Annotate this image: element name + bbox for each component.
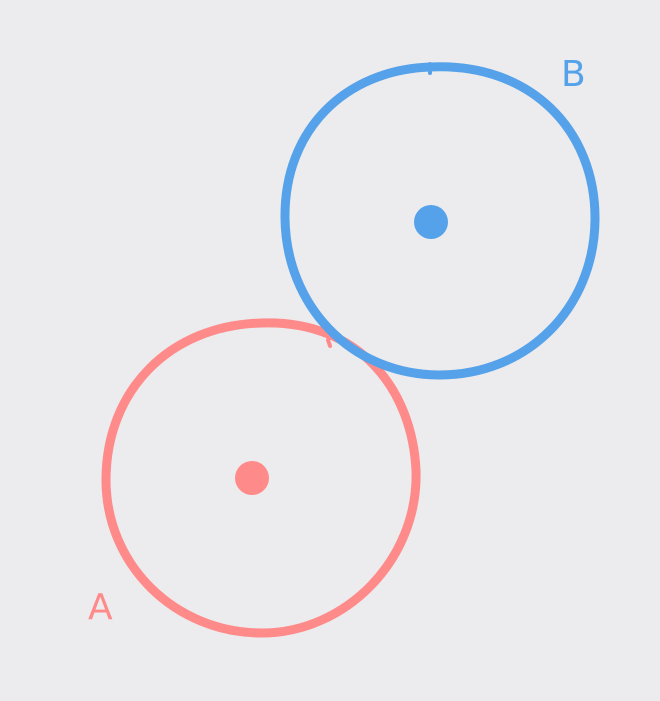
circle-a-label: A <box>88 587 113 628</box>
circle-b-label: B <box>561 54 586 95</box>
circle-b-outline <box>280 62 600 380</box>
circle-a-tick-mark <box>326 338 332 348</box>
circle-a-center-dot <box>235 461 269 495</box>
circle-b-group <box>280 62 600 380</box>
circle-b-center-dot <box>414 205 448 239</box>
circle-a-group <box>101 318 421 638</box>
circle-a-outline <box>101 318 421 638</box>
